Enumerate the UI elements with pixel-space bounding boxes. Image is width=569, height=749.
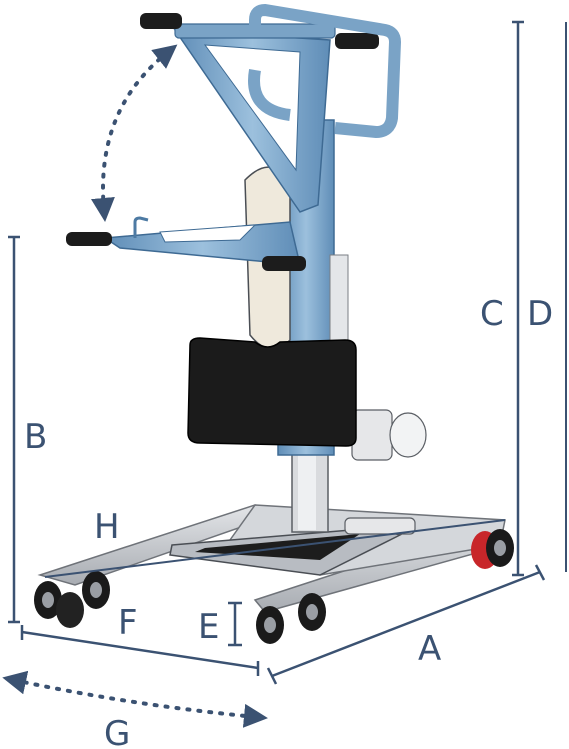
- sling-bar: [66, 216, 306, 271]
- knee-pad: [187, 337, 357, 447]
- label-a: A: [418, 629, 441, 669]
- motor: [351, 409, 427, 461]
- label-h: H: [94, 507, 120, 547]
- label-g: G: [104, 714, 130, 749]
- label-e: E: [198, 607, 219, 647]
- rear-braked-wheels: [471, 529, 514, 569]
- turning-arrow-g: [2, 670, 268, 728]
- dimension-lines: [8, 20, 567, 685]
- label-b: B: [24, 417, 47, 457]
- lift-arm: [140, 3, 402, 213]
- label-f: F: [118, 603, 138, 643]
- label-d: D: [527, 294, 553, 334]
- label-c: C: [480, 294, 504, 334]
- arm-swing-arrow: [90, 44, 178, 222]
- front-right-wheels: [256, 593, 326, 644]
- front-left-wheels: [34, 571, 110, 628]
